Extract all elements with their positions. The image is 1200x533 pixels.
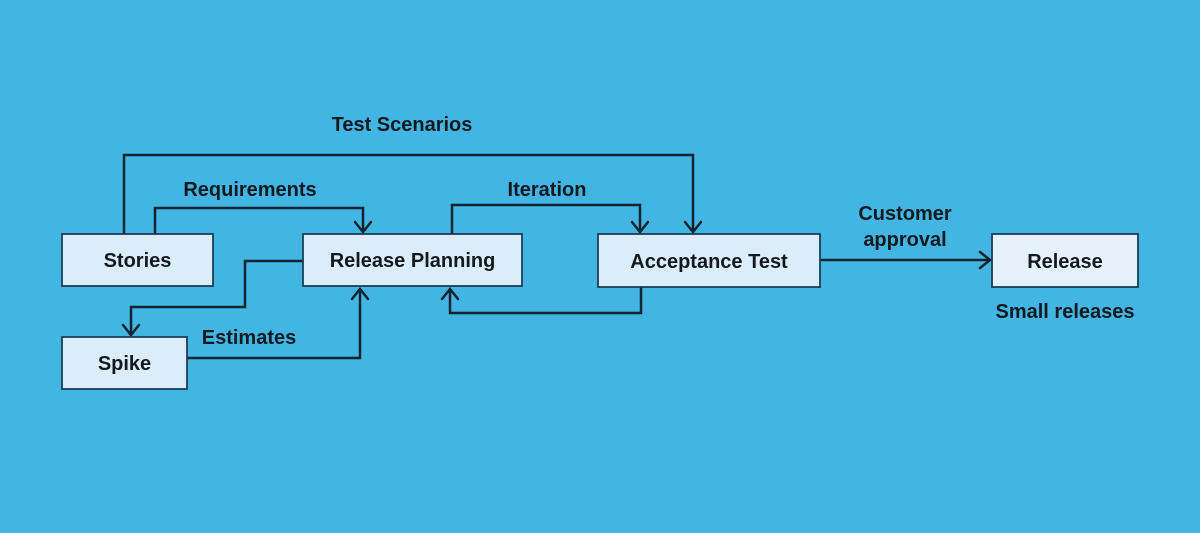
- arrowhead-requirements: [353, 220, 373, 235]
- node-stories: Stories: [61, 233, 214, 287]
- edge-label-test-scenarios: Test Scenarios: [332, 114, 473, 136]
- node-spike-box: [61, 336, 188, 390]
- node-release-box: [991, 233, 1139, 288]
- arrowhead-customer-approval: [978, 250, 993, 270]
- edge-label-customer-approval-line2: approval: [863, 229, 946, 251]
- node-acceptance-test: Acceptance Test: [597, 233, 821, 288]
- edge-release-planning-to-acceptance-test: [450, 203, 642, 234]
- arrowhead-iteration-return: [440, 286, 460, 301]
- caption-small-releases: Small releases: [996, 301, 1135, 323]
- node-release: Release: [991, 233, 1139, 288]
- edge-label-estimates: Estimates: [202, 327, 297, 349]
- node-release-planning-label: Release Planning: [330, 250, 496, 272]
- arrowhead-spike: [121, 323, 141, 338]
- node-acceptance-test-box: [597, 233, 821, 288]
- node-stories-label: Stories: [104, 250, 172, 272]
- edge-label-iteration: Iteration: [508, 179, 587, 201]
- node-release-planning: Release Planning: [302, 233, 523, 287]
- node-spike-label: Spike: [98, 353, 151, 375]
- edge-label-customer-approval: Customer approval: [858, 203, 952, 251]
- node-stories-box: [61, 233, 214, 287]
- arrowhead-iteration: [630, 220, 650, 235]
- edge-stories-to-release-planning: [153, 206, 365, 234]
- node-spike: Spike: [61, 336, 188, 390]
- edge-spike-to-release-planning: [187, 291, 362, 360]
- edge-stories-to-acceptance-test: [122, 153, 695, 234]
- node-acceptance-test-label: Acceptance Test: [630, 251, 788, 273]
- node-release-label: Release: [1027, 251, 1103, 273]
- edge-label-requirements: Requirements: [183, 179, 316, 201]
- edge-release-planning-to-spike: [129, 259, 303, 333]
- edge-label-customer-approval-line1: Customer: [858, 203, 952, 225]
- node-release-planning-box: [302, 233, 523, 287]
- arrowhead-estimates: [350, 286, 370, 301]
- arrowhead-test-scenarios: [683, 220, 703, 235]
- edge-acceptance-test-to-release-planning: [448, 287, 643, 315]
